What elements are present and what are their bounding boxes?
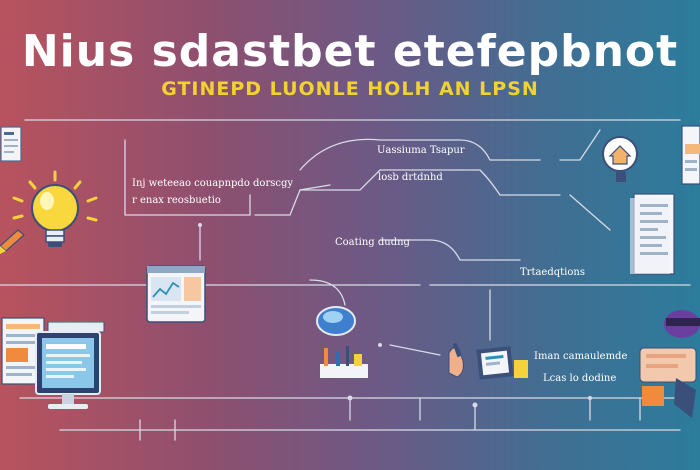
diagram-title: Nius sdastbet etefepbnot: [21, 26, 679, 77]
left-bracket-line: [124, 139, 251, 216]
label-left-top: Inj weteeao couapnpdo dorscgy: [132, 178, 294, 189]
mid-curve-line: [299, 169, 561, 196]
label-right-mid: Trtaedqtions: [520, 267, 585, 278]
left-link-line: [254, 184, 331, 216]
home-bubble-icon: [602, 136, 638, 182]
center-curve-line: [379, 239, 521, 261]
label-right-bottom-2: Lcas lo dodine: [543, 373, 617, 384]
junction-dot-3: [588, 396, 592, 400]
document-icon: [0, 126, 22, 162]
lightbulb-icon: [0, 170, 98, 254]
label-center: Coating dudng: [335, 237, 410, 248]
report-page-icon: [630, 193, 675, 275]
stem-dot: [198, 223, 202, 227]
top-curve-line: [299, 138, 541, 171]
desktop-monitor-icon: [35, 322, 105, 409]
tick-lines: [349, 397, 641, 431]
top-right-link-line: [559, 129, 601, 161]
label-center-right: losb drtdnhd: [378, 172, 443, 183]
lens-icon: [316, 306, 356, 336]
person-icon: [639, 310, 700, 418]
label-left-bottom: r enax reosbuetio: [132, 195, 221, 206]
right-diagonal-line: [569, 194, 611, 231]
junction-dot-1: [347, 395, 353, 401]
notebook-icon: [476, 346, 528, 380]
hand-link-line: [389, 344, 441, 356]
label-top-center: Uassiuma Tsapur: [377, 145, 465, 156]
clipboard-icon: [681, 125, 700, 185]
label-right-bottom-1: Iman camaulemde: [534, 351, 628, 362]
bottom-tick-lines: [139, 419, 176, 441]
lens-link-line: [309, 279, 346, 306]
diagram-subtitle: GTINEPD LUONLE HOLH AN LPSN: [161, 78, 539, 100]
junction-dot-2: [472, 402, 478, 408]
desk-tools-icon: [320, 346, 368, 378]
junction-dot-4: [378, 343, 382, 347]
hand-icon: [448, 343, 464, 378]
browser-chart-icon: [146, 265, 206, 323]
